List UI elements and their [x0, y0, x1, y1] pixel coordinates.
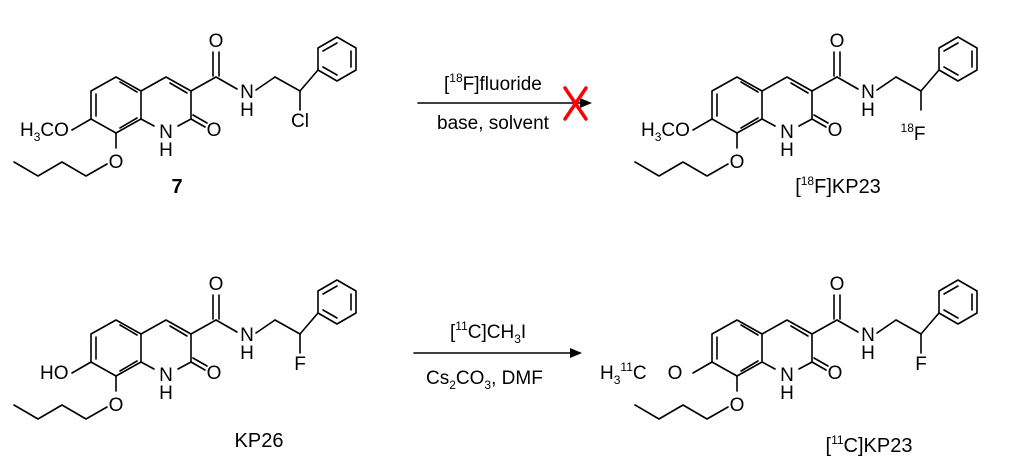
fluorine-atom: F	[915, 354, 927, 375]
methoxy-group: H3CO	[641, 120, 690, 144]
reagent-18f-fluoride: [18F]fluoride	[444, 71, 542, 95]
reaction-arrow-1: [18F]fluoride base, solvent	[417, 71, 592, 134]
product-18f-kp23-label: [18F]KP23	[795, 174, 881, 198]
compound-18f-kp23: 18F H3CO [18F]KP23	[634, 30, 978, 198]
hydroxy-group: HO	[40, 363, 69, 384]
cross-mark-icon	[563, 86, 588, 121]
fluorine-atom: F	[294, 354, 306, 375]
compound-11c-kp23: F H311C O [11C]KP23	[600, 273, 978, 457]
reagent-cs2co3-dmf: Cs2CO3, DMF	[426, 368, 543, 392]
reagent-base-solvent: base, solvent	[437, 113, 550, 134]
reagent-11c-methyl-iodide: [11C]CH3I	[450, 319, 526, 346]
carbon-11-methyl-group: H311C	[600, 360, 647, 387]
methoxy-group: H3CO	[20, 120, 69, 144]
methyl-ether-oxygen: O	[668, 363, 683, 384]
product-11c-kp23-label: [11C]KP23	[826, 433, 913, 457]
compound-7-label: 7	[171, 176, 182, 198]
compound-7: Cl H3CO 7	[13, 30, 357, 198]
compound-kp26: F HO KP26	[13, 273, 357, 452]
compound-kp26-label: KP26	[235, 430, 284, 452]
fluorine-18-atom: 18F	[901, 121, 926, 145]
chlorine-atom: Cl	[291, 111, 309, 132]
reaction-arrow-2: [11C]CH3I Cs2CO3, DMF	[413, 319, 582, 392]
